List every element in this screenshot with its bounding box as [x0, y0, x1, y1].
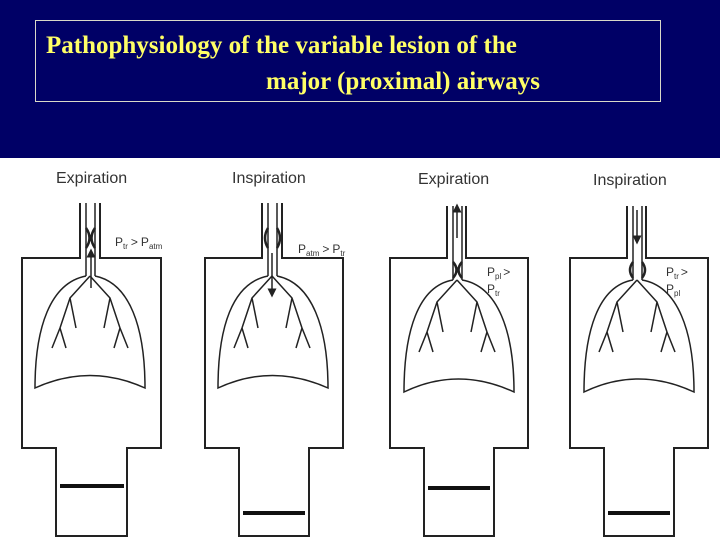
panel-3-eq-left: P — [487, 265, 495, 279]
panel-3-eq-left-sub: pl — [495, 272, 501, 281]
panel-3-eq-right: P — [487, 282, 495, 296]
panel-1-eq-right: P — [141, 235, 149, 249]
panel-4-eq-right: P — [666, 282, 674, 296]
panel-2-eq-left: P — [298, 242, 306, 256]
panel-2-eq-right: P — [332, 242, 340, 256]
panel-2-eq-op: > — [322, 242, 329, 256]
panel-2-eq-right-sub: tr — [340, 249, 345, 258]
panel-1-bronchi — [51, 275, 129, 349]
panel-4-bronchi — [598, 279, 676, 353]
panel-4-eq-right-sub: pl — [674, 289, 680, 298]
panel-3-lesion — [452, 261, 463, 279]
panel-3: Expiration Ppl> Ptr — [389, 171, 529, 537]
panel-4-lung — [583, 279, 695, 394]
panel-4-phase-label: Inspiration — [593, 172, 667, 189]
panel-2: Inspiration Patm>Ptr — [204, 170, 346, 537]
title-header: Pathophysiology of the variable lesion o… — [0, 0, 720, 158]
panel-4-eq-left: P — [666, 265, 674, 279]
panel-3-eq-op: > — [503, 265, 510, 279]
panel-3-bronchi — [418, 279, 496, 353]
panel-1-airway-tube — [85, 203, 96, 276]
panel-4-lesion — [628, 261, 647, 279]
panel-2-bronchi — [233, 275, 311, 349]
title-box: Pathophysiology of the variable lesion o… — [35, 20, 661, 102]
panel-3-chamber — [389, 206, 529, 537]
airway-lesion-diagram: Expiration Ptr>Patm Inspiration Patm>Ptr… — [21, 170, 709, 537]
slide-title-line-2: major (proximal) airways — [266, 68, 541, 95]
panel-2-pressure-label: Patm>Ptr — [298, 242, 346, 258]
panel-4-chamber — [569, 206, 709, 537]
panel-4-pressure-label-top: Ptr> — [666, 265, 688, 281]
panel-2-phase-label: Inspiration — [232, 170, 306, 187]
panel-3-eq-right-sub: tr — [495, 289, 500, 298]
panel-2-lesion — [263, 227, 282, 249]
panel-1: Expiration Ptr>Patm — [21, 170, 163, 537]
panel-3-airway-tube — [452, 206, 463, 280]
panel-1-eq-op: > — [131, 235, 138, 249]
panel-3-lung — [403, 279, 515, 394]
panel-1-lung — [34, 275, 146, 390]
panel-1-lesion — [84, 227, 97, 249]
slide-title-line-1: Pathophysiology of the variable lesion o… — [46, 32, 517, 59]
panel-1-eq-right-sub: atm — [149, 242, 163, 251]
panel-1-eq-left-sub: tr — [123, 242, 128, 251]
panel-2-eq-left-sub: atm — [306, 249, 320, 258]
panel-3-phase-label: Expiration — [418, 171, 489, 188]
panel-1-pressure-label: Ptr>Patm — [115, 235, 163, 251]
panel-2-airway-tube — [267, 203, 278, 276]
panel-4-pressure-label-bottom: Ppl — [666, 282, 680, 298]
panel-1-phase-label: Expiration — [56, 170, 127, 187]
panel-4-eq-op: > — [681, 265, 688, 279]
panel-3-pressure-label-top: Ppl> — [487, 265, 510, 281]
panel-2-chamber — [204, 203, 344, 537]
panel-4-eq-left-sub: tr — [674, 272, 679, 281]
panel-2-lung — [217, 275, 329, 390]
panel-4: Inspiration Ptr> Ppl — [569, 172, 709, 537]
panel-1-chamber — [21, 203, 162, 537]
panel-3-pressure-label-bottom: Ptr — [487, 282, 500, 298]
panel-1-eq-left: P — [115, 235, 123, 249]
